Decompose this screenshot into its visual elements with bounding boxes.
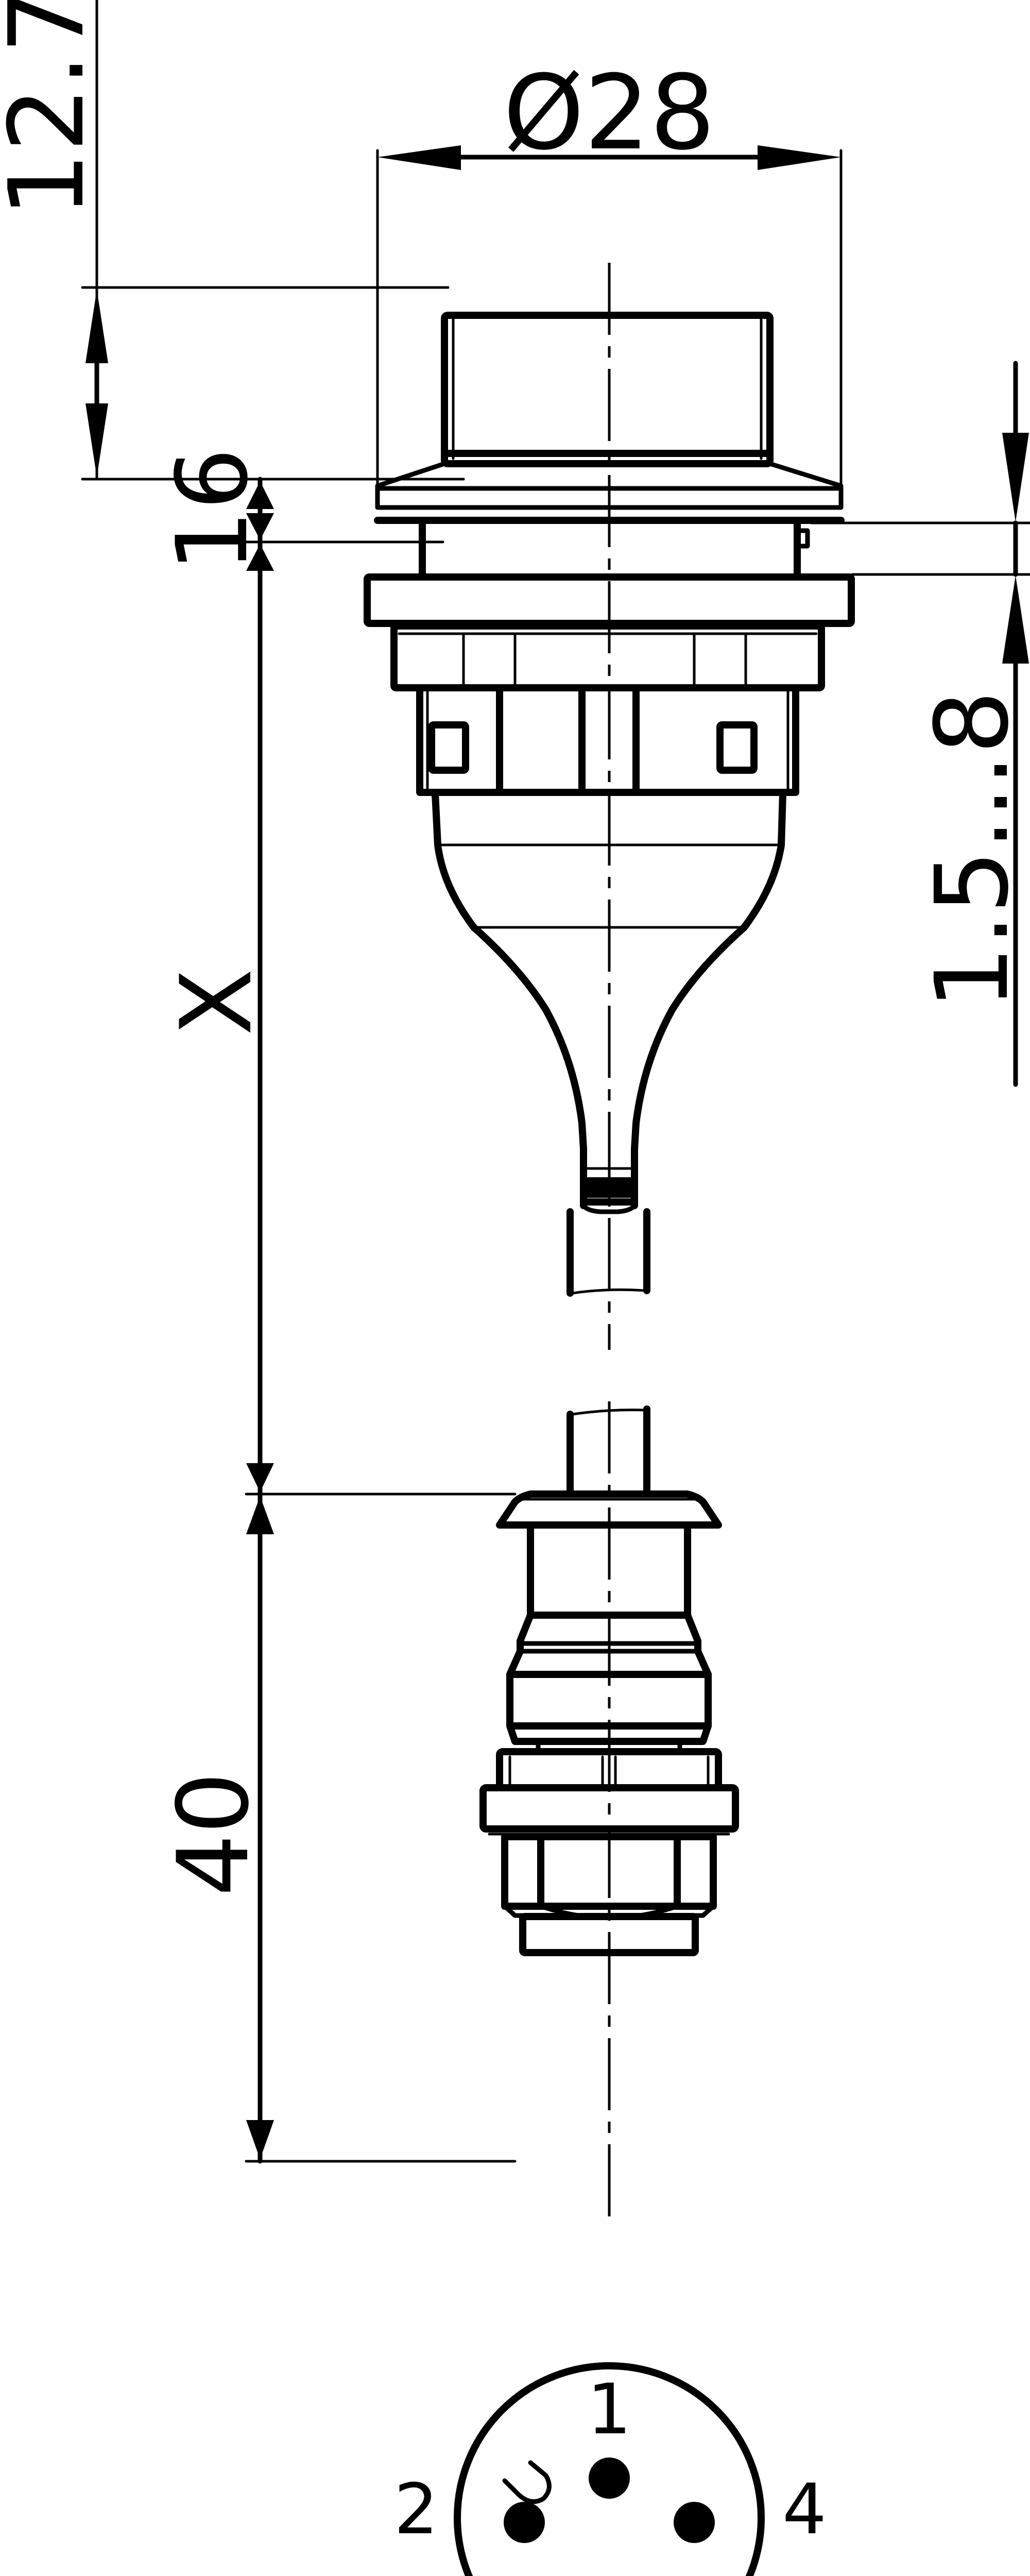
diameter-label: Ø28	[503, 53, 715, 173]
vertical-dimension-chain: 16 X 40	[81, 448, 517, 2164]
panel-thickness-dimension: 1.5...8	[810, 361, 1030, 1087]
pin-4-label: 4	[782, 2469, 827, 2550]
head-height-dimension: 12.7	[0, 0, 465, 481]
connector-head	[364, 312, 855, 796]
diameter-dimension: Ø28	[376, 53, 843, 496]
pin-1-label: 1	[587, 2369, 631, 2450]
m12-plug	[479, 1490, 739, 1956]
coding-key-icon	[502, 2460, 552, 2504]
cable-boot	[432, 789, 786, 1214]
pin-2-dot	[504, 2502, 545, 2543]
pin-face-view: 1 2 3 4	[394, 2362, 827, 2576]
flange-to-body-label: 16	[156, 448, 269, 572]
cable	[566, 1208, 650, 1498]
panel-thickness-label: 1.5...8	[914, 690, 1030, 1010]
plug-length-label: 40	[157, 1772, 270, 1896]
latch-window-right	[716, 721, 758, 774]
latch-window-left	[428, 721, 469, 774]
pin-2-label: 2	[394, 2469, 438, 2550]
connector-outline	[454, 2362, 765, 2576]
cable-length-label: X	[160, 969, 273, 1036]
pin-1-dot	[589, 2458, 630, 2499]
head-height-label: 12.7	[0, 0, 107, 218]
pin-4-dot	[674, 2502, 715, 2543]
